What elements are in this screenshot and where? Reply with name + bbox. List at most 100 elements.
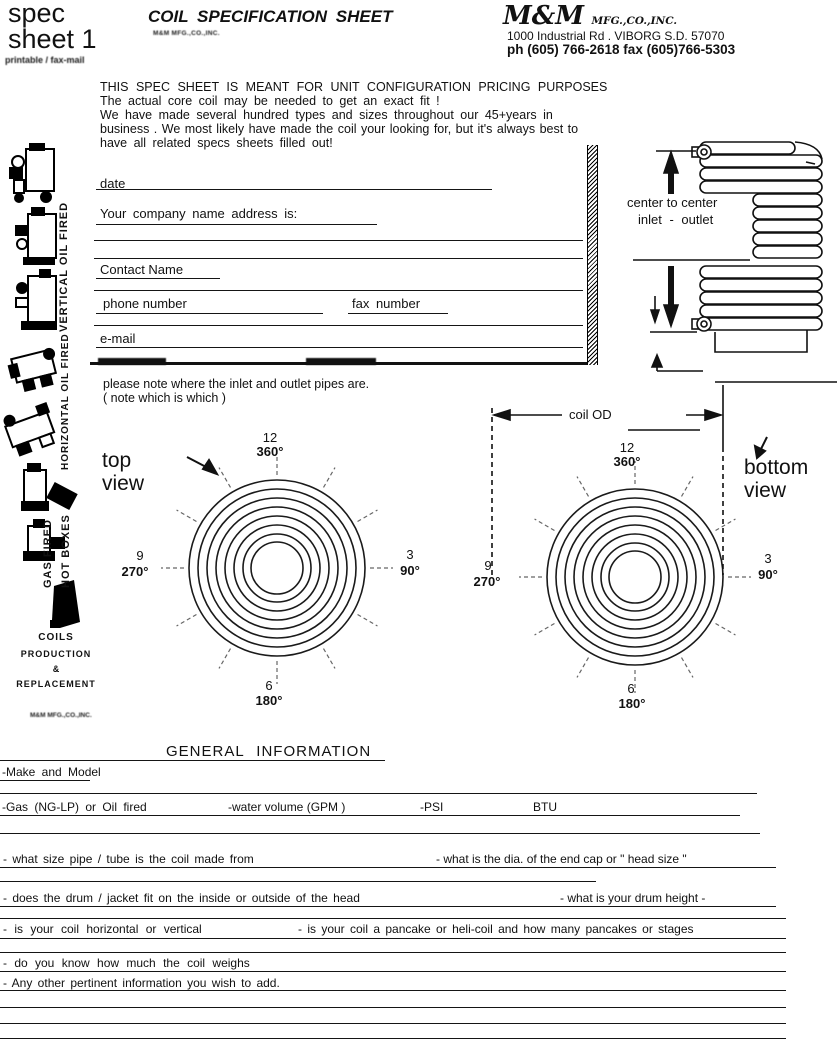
heading-underline [0,760,385,761]
bottom-view-clock-3: 3 [764,551,772,566]
vertical-oil-unit-icon-3 [15,269,57,330]
top-view-deg-360: 360° [256,444,284,459]
sheet-label-line1: spec [8,0,66,28]
top-view-deg-180: 180° [255,693,283,708]
intro-line-1: THIS SPEC SHEET IS MEANT FOR UNIT CONFIG… [100,80,608,94]
top-view-deg-90: 90° [400,563,420,578]
sheet-label-note: printable / fax-mail [5,55,85,65]
question-drum-fit: - does the drum / jacket fit on the insi… [3,891,360,905]
redacted-text-right [306,358,376,365]
gas-row-underline [0,815,740,816]
intro-line-4: business . We most likely have made the … [100,122,579,136]
sidebar-coils-line3: & [52,664,60,674]
question-psi: -PSI [420,800,444,814]
question-head-size: - what is the dia. of the end cap or " h… [436,852,687,866]
writing-line-b [0,833,760,834]
question-orientation: - is your coil horizontal or vertical [3,922,202,936]
orientation-row-underline [0,938,786,939]
blank-writing-line-1 [0,1007,786,1008]
horizontal-oil-unit-icon-2 [3,402,56,457]
top-view-label: top view [102,449,145,495]
top-view-clock-3: 3 [406,547,414,562]
company-field-line [96,224,377,225]
vertical-oil-unit-icon-2 [15,207,57,265]
pipe-row-underline [0,867,776,868]
question-weight: - do you know how much the coil weighs [3,956,250,970]
title-stamp: M&M MFG.,CO.,INC. [153,30,220,37]
phone-field-label: phone number [103,296,187,311]
sidebar-stamp: M&M MFG.,CO.,INC. [30,712,92,719]
email-field-line [96,347,583,348]
coil-side-view-drawing [633,141,837,383]
sidebar-coils-line4: REPLACEMENT [16,679,96,689]
sidebar-caption-hot-boxes: HOT BOXES [60,514,72,588]
make-model-underline [0,780,90,781]
inlet-outlet-label: inlet - outlet [638,212,714,227]
general-info-heading: GENERAL INFORMATION [166,743,372,760]
drum-row-underline [0,906,776,907]
company-logo-big: M&M [503,1,585,31]
writing-line-d [0,918,786,919]
sheet-label-line2: sheet 1 [8,24,97,54]
question-pipe-size: - what size pipe / tube is the coil made… [3,852,254,866]
question-pancake: - is your coil a pancake or heli-coil an… [298,922,694,936]
sidebar-caption-vertical-oil-fired: VERTICAL OIL FIRED [58,201,70,332]
bottom-view-drawing [491,385,768,694]
blank-writing-line-2 [0,1023,786,1024]
date-field-label: date [100,176,126,191]
sidebar-caption-gas-fired: GAS FIRED [42,519,54,588]
top-view-pointer-arrow [186,456,220,476]
question-gas-oil: -Gas (NG-LP) or Oil fired [2,800,147,814]
writing-line-a [0,793,757,794]
gas-hot-box-icon-2 [23,519,65,561]
blank-writing-line-3 [0,1038,786,1039]
intro-line-2: The actual core coil may be needed to ge… [100,94,440,108]
sidebar-coils-line2: PRODUCTION [20,649,92,659]
company-phone: ph (605) 766-2618 fax (605)766-5303 [507,42,736,57]
bottom-view-pointer-arrow [753,436,768,460]
date-field-line [96,189,492,190]
page-title: COIL SPECIFICATION SHEET [148,7,393,26]
company-logo-small: MFG.,CO.,INC. [591,15,678,27]
phone-row-line [94,325,583,326]
coil-od-label: coil OD [566,407,615,422]
fax-field-label: fax number [352,296,421,311]
gas-hot-box-icon-1 [21,463,78,511]
coils-product-icon [50,580,80,628]
sidebar-coils-line1: COILS [38,632,74,643]
company-extra-line-2 [94,258,583,259]
center-to-center-label: center to center [627,195,718,210]
redacted-text-left [98,358,166,365]
top-view-clock-9: 9 [136,548,144,563]
company-extra-line-1 [94,240,583,241]
note-line-2: ( note which is which ) [103,391,226,405]
question-btu: BTU [533,800,557,814]
coil-od-dimension [491,385,724,575]
bottom-view-clock-6: 6 [627,681,635,696]
bottom-view-label: bottom view [744,456,809,502]
top-view-clock-12: 12 [262,430,278,445]
question-other-info: - Any other pertinent information you wi… [3,976,280,990]
company-address: 1000 Industrial Rd . VIBORG S.D. 57070 [507,29,725,43]
top-view-deg-270: 270° [121,564,149,579]
writing-line-c [0,881,596,882]
bottom-view-deg-90: 90° [758,567,778,582]
question-make-model: -Make and Model [2,765,101,779]
other-row-underline [0,990,786,991]
top-view-drawing [160,452,394,685]
writing-line-e [0,952,786,953]
company-logo: M&M MFG.,CO.,INC. [503,1,677,31]
question-water-volume: -water volume (GPM ) [228,800,346,814]
horizontal-oil-unit-icon-1 [7,347,58,393]
bottom-view-clock-12: 12 [619,440,635,455]
contact-extra-line [94,290,583,291]
bottom-view-deg-360: 360° [613,454,641,469]
fax-field-line [348,313,448,314]
question-drum-height: - what is your drum height - [560,891,706,905]
bottom-view-deg-270: 270° [473,574,501,589]
bottom-view-clock-9: 9 [484,558,492,573]
intro-line-5: have all related specs sheets filled out… [100,136,333,150]
contact-field-line [96,278,220,279]
phone-field-line [96,313,323,314]
